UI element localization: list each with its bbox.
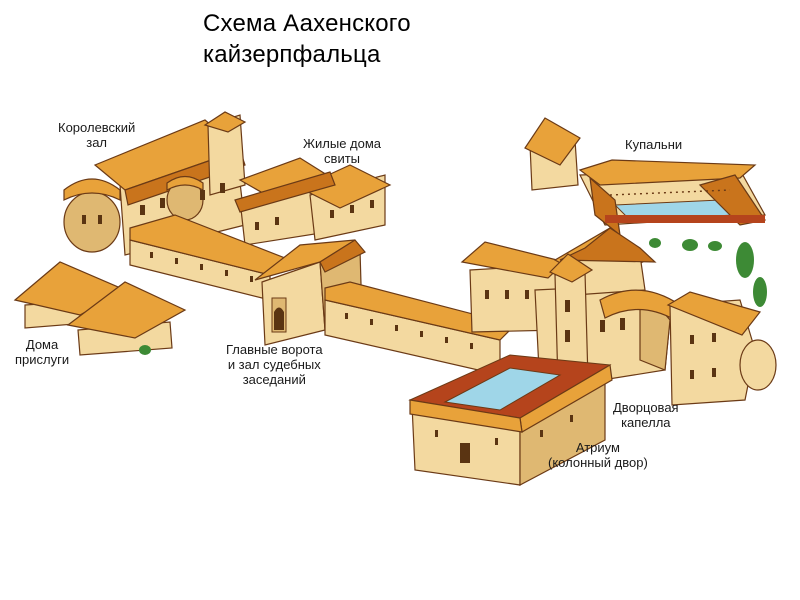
baths-complex [525, 118, 765, 235]
label-main-gate: Главные ворота и зал судебных заседаний [226, 342, 323, 387]
label-palace-chapel: Дворцовая капелла [613, 400, 679, 430]
label-royal-hall: Королевский зал [58, 120, 135, 150]
label-retinue-houses: Жилые дома свиты [303, 136, 381, 166]
retinue-houses [235, 158, 390, 245]
label-baths: Купальни [625, 137, 682, 152]
label-servant-houses: Дома прислуги [15, 337, 69, 367]
label-atrium: Атриум (колонный двор) [548, 440, 648, 470]
